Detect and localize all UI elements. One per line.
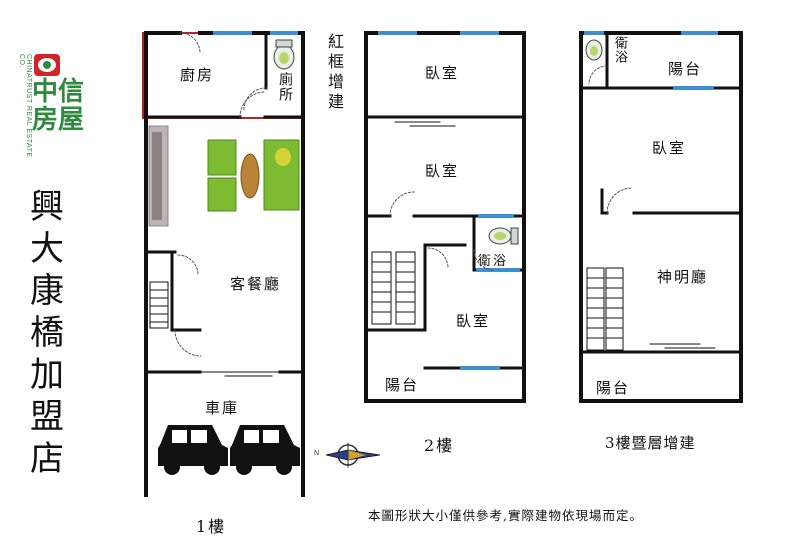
room-label-bedroom: 臥室 bbox=[652, 139, 687, 157]
room-label-bedroom: 臥室 bbox=[425, 162, 460, 180]
room-label-shrine-hall: 神明廳 bbox=[657, 268, 709, 286]
room-label-bathroom: 衛浴 bbox=[612, 36, 627, 64]
staircase bbox=[149, 281, 169, 329]
store-name-char: 大 bbox=[30, 229, 64, 269]
door-swing bbox=[427, 247, 449, 269]
room-label-kitchen: 廚房 bbox=[180, 66, 215, 84]
floor3-plan bbox=[579, 31, 743, 403]
door-swing bbox=[179, 32, 201, 54]
room-label-living-dining: 客餐廳 bbox=[230, 275, 282, 293]
sofa-set bbox=[207, 139, 300, 212]
store-name-char: 店 bbox=[30, 439, 64, 479]
door-swing bbox=[174, 329, 202, 357]
room-label-garage: 車庫 bbox=[205, 399, 240, 417]
room-label-balcony: 陽台 bbox=[668, 60, 703, 78]
brand-name-text: 中信房屋 bbox=[32, 77, 85, 135]
room-label-balcony: 陽台 bbox=[596, 379, 631, 397]
door-swing bbox=[473, 249, 495, 271]
door-swing bbox=[177, 254, 199, 276]
room-label-bedroom: 臥室 bbox=[456, 312, 491, 330]
car-icon bbox=[158, 425, 228, 475]
addition-note: 紅框增建 bbox=[325, 33, 344, 113]
brand-logo: CHINATRUST REAL ESTATE CO. 中信房屋 bbox=[18, 52, 98, 167]
staircase bbox=[371, 251, 416, 325]
toilet-fixture bbox=[273, 39, 295, 70]
room-label-bathroom: 衛浴 bbox=[478, 254, 509, 269]
tv-cabinet bbox=[148, 125, 169, 227]
door-swing bbox=[588, 65, 608, 85]
floor2-title: 2樓 bbox=[424, 436, 455, 455]
compass-label: N bbox=[314, 450, 320, 457]
door-swing bbox=[606, 187, 633, 214]
toilet-fixture bbox=[488, 227, 519, 245]
floor3-title: 3樓暨層增建 bbox=[605, 434, 696, 452]
room-label-toilet: 廁所 bbox=[277, 72, 293, 102]
toilet-fixture bbox=[585, 39, 603, 61]
floor1-title: 1樓 bbox=[196, 517, 227, 536]
chinatrust-logo-icon bbox=[34, 54, 60, 76]
door-swing bbox=[389, 191, 415, 217]
disclaimer-note: 本圖形狀大小僅供參考,實際建物依現場而定。 bbox=[368, 508, 643, 523]
door-swing bbox=[243, 87, 267, 111]
store-name: 興 大 康 橋 加 盟 店 bbox=[30, 190, 70, 484]
door-swing bbox=[239, 91, 266, 118]
brand-name-en: CHINATRUST REAL ESTATE CO. bbox=[18, 54, 32, 158]
store-name-char: 盟 bbox=[30, 397, 64, 437]
compass-icon bbox=[325, 442, 381, 468]
room-label-bedroom: 臥室 bbox=[425, 64, 460, 82]
store-name-char: 橋 bbox=[30, 313, 64, 353]
store-name-char: 康 bbox=[30, 271, 64, 311]
car-icon bbox=[230, 425, 300, 475]
store-name-char: 加 bbox=[30, 355, 64, 395]
brand-name-cn: 中信房屋 bbox=[32, 78, 102, 134]
room-label-balcony: 陽台 bbox=[385, 376, 420, 394]
store-name-char: 興 bbox=[30, 187, 64, 227]
staircase bbox=[586, 267, 624, 351]
